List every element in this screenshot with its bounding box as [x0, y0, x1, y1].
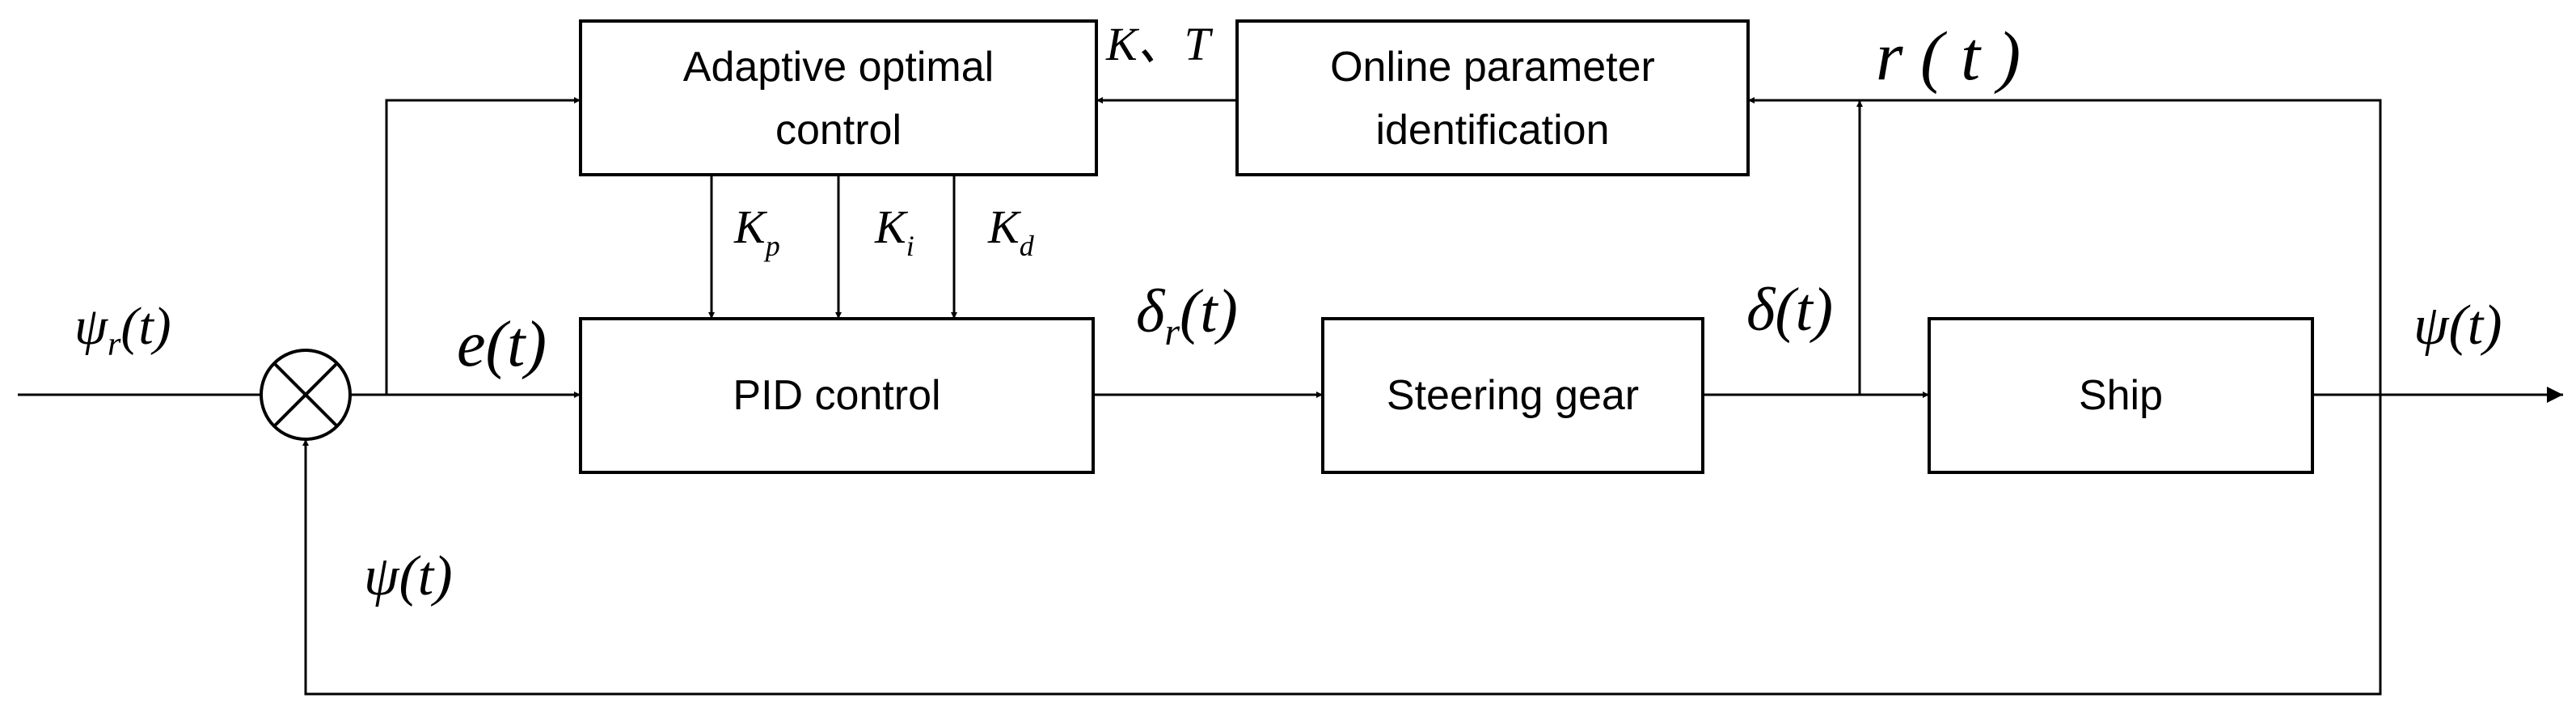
input-signal-label: ψr(t) [74, 297, 171, 363]
rudder-command-signal-label: δr(t) [1136, 277, 1238, 353]
ki-gain-label: Ki [874, 201, 914, 262]
feedback-signal-label: ψ(t) [364, 545, 453, 607]
steering-block-label: Steering gear [1387, 372, 1639, 419]
error-to-adaptive-line [385, 97, 581, 395]
online-block-label-line2: identification [1375, 107, 1609, 154]
steering-gear-block: Steering gear [1321, 317, 1704, 474]
identified-parameters-label: K、T [1105, 18, 1214, 70]
signal-lines [18, 97, 2563, 696]
adaptive-block-label-line1: Adaptive optimal [683, 44, 994, 91]
summing-junction [260, 349, 352, 441]
adaptive-block-label-line2: control [775, 107, 902, 154]
online-block-label-line1: Online parameter [1330, 44, 1655, 91]
ship-block-label: Ship [2079, 372, 2163, 419]
output-signal-label: ψ(t) [2413, 294, 2502, 357]
rudder-signal-label: δ(t) [1746, 276, 1833, 344]
ship-block: Ship [1928, 317, 2314, 474]
online-parameter-identification-block: Online parameter identification [1235, 19, 1750, 176]
pid-control-block: PID control [579, 317, 1095, 474]
kd-gain-label: Kd [987, 201, 1035, 262]
feedback-line [302, 395, 2382, 696]
output-to-identification-line [1748, 97, 2382, 395]
error-signal-label: e(t) [457, 309, 547, 380]
kp-gain-label: Kp [733, 201, 780, 262]
adaptive-optimal-control-block: Adaptive optimal control [579, 19, 1098, 176]
pid-block-label: PID control [733, 372, 940, 419]
disturbance-signal-label: r ( t ) [1876, 17, 2021, 95]
